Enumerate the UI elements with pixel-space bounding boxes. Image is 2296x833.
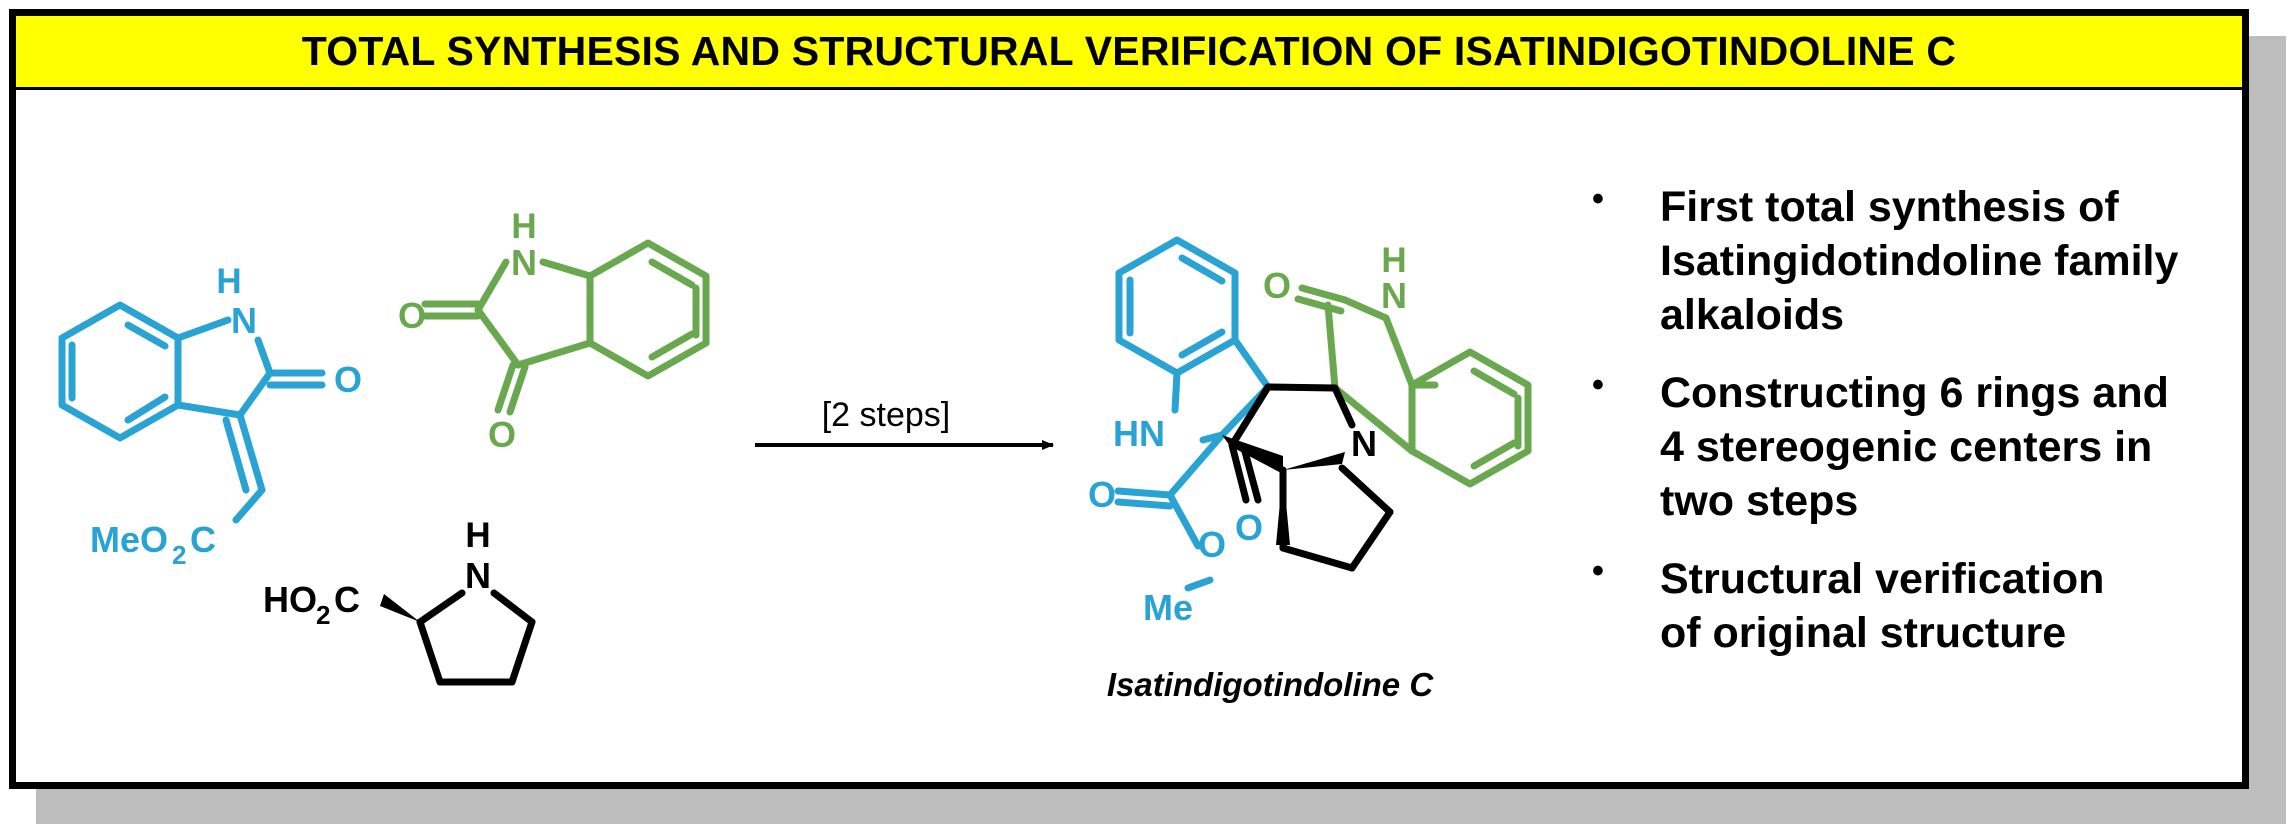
r1-nh-n: N bbox=[231, 300, 257, 341]
bullet-3-line-2: of original structure bbox=[1660, 609, 2067, 657]
r1-ester-sub: 2 bbox=[172, 540, 186, 570]
product-name: Isatindigotindoline C bbox=[1107, 666, 1434, 703]
product-o-right: O bbox=[1235, 507, 1263, 548]
bullet-item-2: • Constructing 6 rings and 4 stereogenic… bbox=[1580, 366, 2260, 528]
bullet-1-line-3: alkaloids bbox=[1660, 291, 1845, 339]
bullet-2-line-1: Constructing 6 rings and bbox=[1660, 369, 2169, 417]
bullet-1-line-2: Isatingidotindoline family bbox=[1660, 237, 2179, 285]
bullet-dot: • bbox=[1592, 366, 1604, 404]
product-green-nh-n: N bbox=[1381, 275, 1407, 316]
r1-ester-c: C bbox=[190, 519, 216, 560]
arrow-label: [2 steps] bbox=[822, 396, 951, 434]
product-core-n: N bbox=[1351, 423, 1377, 464]
reagent-1-oxindole-ester bbox=[58, 301, 326, 524]
bullet-1-line-1: First total synthesis of bbox=[1660, 183, 2119, 231]
r1-ester-meo: MeO bbox=[90, 519, 168, 560]
r1-nh-h: H bbox=[216, 262, 241, 301]
title-banner: TOTAL SYNTHESIS AND STRUCTURAL VERIFICAT… bbox=[16, 16, 2242, 90]
r3-nh-h: H bbox=[465, 516, 490, 555]
highlights-list: • First total synthesis of Isatingidotin… bbox=[1580, 180, 2260, 684]
product-me: Me bbox=[1143, 587, 1193, 628]
r2-o1: O bbox=[398, 295, 426, 336]
product-o-left: O bbox=[1088, 474, 1116, 515]
r3-acid-c: C bbox=[334, 579, 360, 620]
r3-acid-ho: HO bbox=[263, 579, 317, 620]
bullet-item-3: • Structural verification of original st… bbox=[1580, 552, 2260, 660]
product-green-o: O bbox=[1263, 265, 1291, 306]
bullet-3-line-1: Structural verification bbox=[1660, 555, 2105, 603]
graphical-abstract-frame: TOTAL SYNTHESIS AND STRUCTURAL VERIFICAT… bbox=[9, 9, 2249, 789]
product-blue-fragment bbox=[1114, 236, 1272, 592]
r2-o2: O bbox=[488, 414, 516, 455]
product-wedge-top bbox=[1222, 435, 1283, 474]
product-wedge-bottom bbox=[1276, 470, 1290, 545]
bullet-dot: • bbox=[1592, 552, 1604, 590]
r3-acid-sub: 2 bbox=[316, 600, 330, 630]
proline-wedge bbox=[380, 594, 420, 622]
product-o-ester: O bbox=[1198, 524, 1226, 565]
r2-nh-h: H bbox=[511, 207, 536, 246]
bullet-dot: • bbox=[1592, 180, 1604, 218]
product-hn: HN bbox=[1113, 413, 1165, 454]
bullet-item-1: • First total synthesis of Isatingidotin… bbox=[1580, 180, 2260, 342]
banner-title: TOTAL SYNTHESIS AND STRUCTURAL VERIFICAT… bbox=[301, 28, 1957, 74]
product-green-nh-h: H bbox=[1381, 241, 1406, 280]
reagent-3-proline bbox=[416, 589, 536, 686]
r2-nh-n: N bbox=[511, 242, 537, 283]
bullet-2-line-2: 4 stereogenic centers in bbox=[1660, 423, 2153, 471]
r3-nh-n: N bbox=[465, 555, 491, 596]
reagent-2-isatin bbox=[421, 239, 710, 416]
bullet-2-line-3: two steps bbox=[1660, 477, 1859, 525]
product-green-fragment bbox=[1294, 284, 1532, 488]
product-wedge-right bbox=[1283, 452, 1345, 470]
r1-carbonyl-o: O bbox=[334, 359, 362, 400]
